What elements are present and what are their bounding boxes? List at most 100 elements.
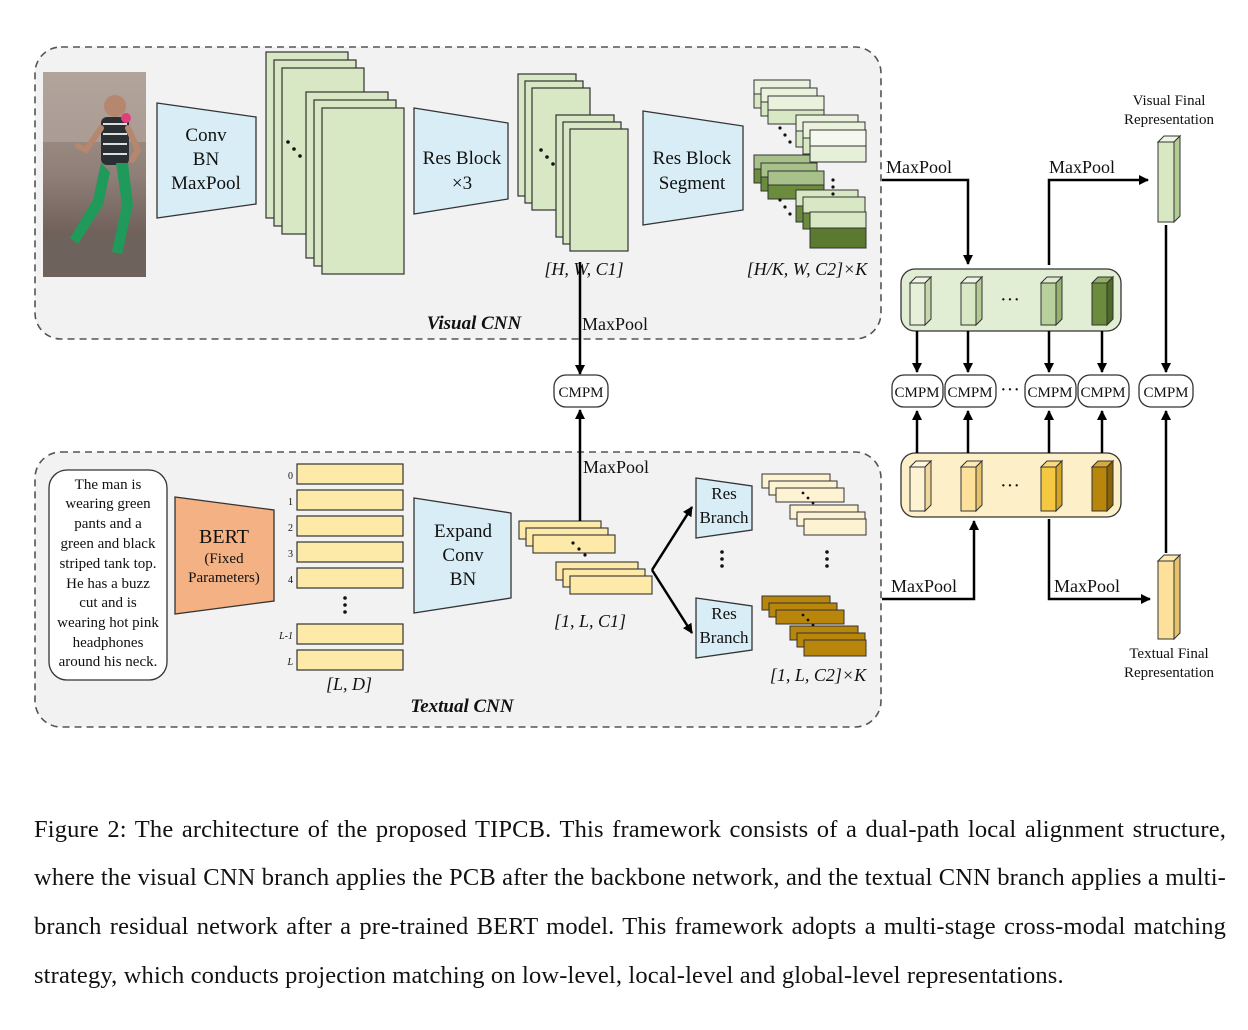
res-block-times-label: ×3 xyxy=(452,173,472,194)
cmpm-row xyxy=(891,374,1194,408)
cmpm-low-level-label: CMPM xyxy=(558,385,603,401)
conv-bn-maxpool-module xyxy=(156,102,257,219)
visual-final-label-2: Representation xyxy=(1124,112,1214,128)
segment-stack-light xyxy=(753,79,867,163)
feature-map-stack-1 xyxy=(265,51,405,275)
svg-text:2: 2 xyxy=(288,523,293,534)
svg-text:pants and a: pants and a xyxy=(74,516,142,532)
text-part-vectors xyxy=(908,459,1115,513)
svg-text:CMPM: CMPM xyxy=(894,385,939,401)
svg-text:striped tank top.: striped tank top. xyxy=(59,556,156,572)
bert-module xyxy=(174,496,275,615)
svg-text:wearing green: wearing green xyxy=(65,496,151,512)
svg-text:CMPM: CMPM xyxy=(1080,385,1125,401)
text-dim-c1: [1, L, C1] xyxy=(554,611,626,631)
text-feature-dots xyxy=(571,541,587,557)
res-segment-label-2: Segment xyxy=(659,173,726,194)
visual-final-vector xyxy=(1156,134,1182,224)
sentence-box xyxy=(48,469,168,681)
text-final-vector xyxy=(1156,553,1182,641)
res-block-label: Res Block xyxy=(423,148,502,169)
stack-2-dots xyxy=(539,148,555,166)
visual-part-vectors xyxy=(908,275,1115,327)
textual-cnn-panel: The man is wearing green pants and a gre… xyxy=(34,451,882,728)
fork-arrow-down xyxy=(650,569,694,634)
svg-text:CMPM: CMPM xyxy=(947,385,992,401)
visual-cnn-title: Visual CNN xyxy=(427,313,523,334)
expand-label: Expand xyxy=(434,521,493,542)
tipcb-architecture-diagram: Conv BN MaxPool Res Block ×3 xyxy=(34,46,1214,728)
res-block-segment-module xyxy=(642,110,744,226)
res-block-module xyxy=(413,107,509,215)
svg-text:CMPM: CMPM xyxy=(1143,385,1188,401)
segment-maxpool-label: MaxPool xyxy=(886,157,952,177)
branch-output-dark-dots xyxy=(801,613,815,627)
maxpool-label: MaxPool xyxy=(171,173,241,194)
svg-text:wearing hot pink: wearing hot pink xyxy=(57,615,159,631)
visual-dim-c1: [H, W, C1] xyxy=(544,259,623,279)
svg-text:cut and is: cut and is xyxy=(79,595,137,611)
segment-maxpool-arrow xyxy=(882,178,973,265)
branch-output-light xyxy=(761,473,867,536)
svg-text:headphones: headphones xyxy=(73,635,144,651)
figure-caption: Figure 2: The architecture of the propos… xyxy=(34,815,1226,989)
svg-text:3: 3 xyxy=(288,549,293,560)
segment-stack-dark xyxy=(753,154,867,249)
visual-dim-k: [H/K, W, C2]×K xyxy=(747,259,869,279)
expand-bn-label: BN xyxy=(450,569,477,590)
global-visual-maxpool-arrow xyxy=(1047,175,1149,265)
global-text-maxpool-label: MaxPool xyxy=(1054,576,1120,596)
visual-maxpool-label: MaxPool xyxy=(582,314,648,334)
text-parts-container xyxy=(900,452,1122,518)
visual-to-cmpm-arrows xyxy=(912,225,1171,373)
res-branch-bottom-label-1: Res xyxy=(711,604,737,623)
text-maxpool-label: MaxPool xyxy=(583,457,649,477)
svg-text:green and black: green and black xyxy=(61,536,156,552)
fork-arrow-up xyxy=(650,506,694,571)
svg-text:The man is: The man is xyxy=(75,477,142,493)
res-segment-label-1: Res Block xyxy=(653,148,732,169)
expand-conv-label: Conv xyxy=(442,545,484,566)
res-branch-top xyxy=(695,477,753,539)
cmpm-row-ellipsis: ··· xyxy=(1000,379,1020,401)
bert-fixed-label: (Fixed xyxy=(204,551,244,567)
token-indices: 0 1 2 3 4 L-1 L xyxy=(278,471,293,668)
visual-parts-container xyxy=(900,268,1122,332)
branch-maxpool-label: MaxPool xyxy=(891,576,957,596)
svg-text:around his neck.: around his neck. xyxy=(59,654,158,670)
svg-text:4: 4 xyxy=(288,575,293,586)
svg-text:CMPM: CMPM xyxy=(1027,385,1072,401)
expand-conv-bn-module xyxy=(413,497,512,614)
branch-output-dark xyxy=(761,595,867,657)
global-visual-maxpool-label: MaxPool xyxy=(1049,157,1115,177)
visual-cnn-panel: Conv BN MaxPool Res Block ×3 xyxy=(34,46,882,340)
res-branch-bottom-label-2: Branch xyxy=(699,628,749,647)
bert-label: BERT xyxy=(199,526,249,548)
text-parts-ellipsis: ··· xyxy=(1000,475,1020,497)
visual-final-label-1: Visual Final xyxy=(1133,93,1206,109)
text-dim-ld: [L, D] xyxy=(326,674,372,694)
global-text-maxpool-arrow xyxy=(1047,519,1151,604)
textual-cnn-title: Textual CNN xyxy=(410,696,515,717)
segment-dots xyxy=(778,126,835,216)
svg-text:L: L xyxy=(286,657,293,668)
text-to-cmpm-arrows xyxy=(912,410,1171,553)
pedestrian-image xyxy=(43,72,146,277)
cmpm-low-level xyxy=(553,374,609,408)
token-embeddings xyxy=(296,463,404,671)
res-branch-top-label-1: Res xyxy=(711,484,737,503)
text-final-label-2: Representation xyxy=(1124,665,1214,681)
svg-text:0: 0 xyxy=(288,471,293,482)
sentence-text: The man is wearing green pants and a gre… xyxy=(57,477,159,670)
svg-text:L-1: L-1 xyxy=(278,631,293,642)
token-dots xyxy=(343,596,347,614)
cmpm-row-labels: CMPM CMPM CMPM CMPM CMPM xyxy=(894,385,1188,401)
text-dim-k: [1, L, C2]×K xyxy=(770,665,867,685)
conv-label: Conv xyxy=(185,125,227,146)
svg-text:1: 1 xyxy=(288,497,293,508)
branch-maxpool-arrow xyxy=(882,520,979,601)
bn-label: BN xyxy=(193,149,220,170)
text-final-label-1: Textual Final xyxy=(1129,646,1208,662)
branch-output-light-dots xyxy=(801,491,815,505)
res-branch-bottom xyxy=(695,597,753,659)
